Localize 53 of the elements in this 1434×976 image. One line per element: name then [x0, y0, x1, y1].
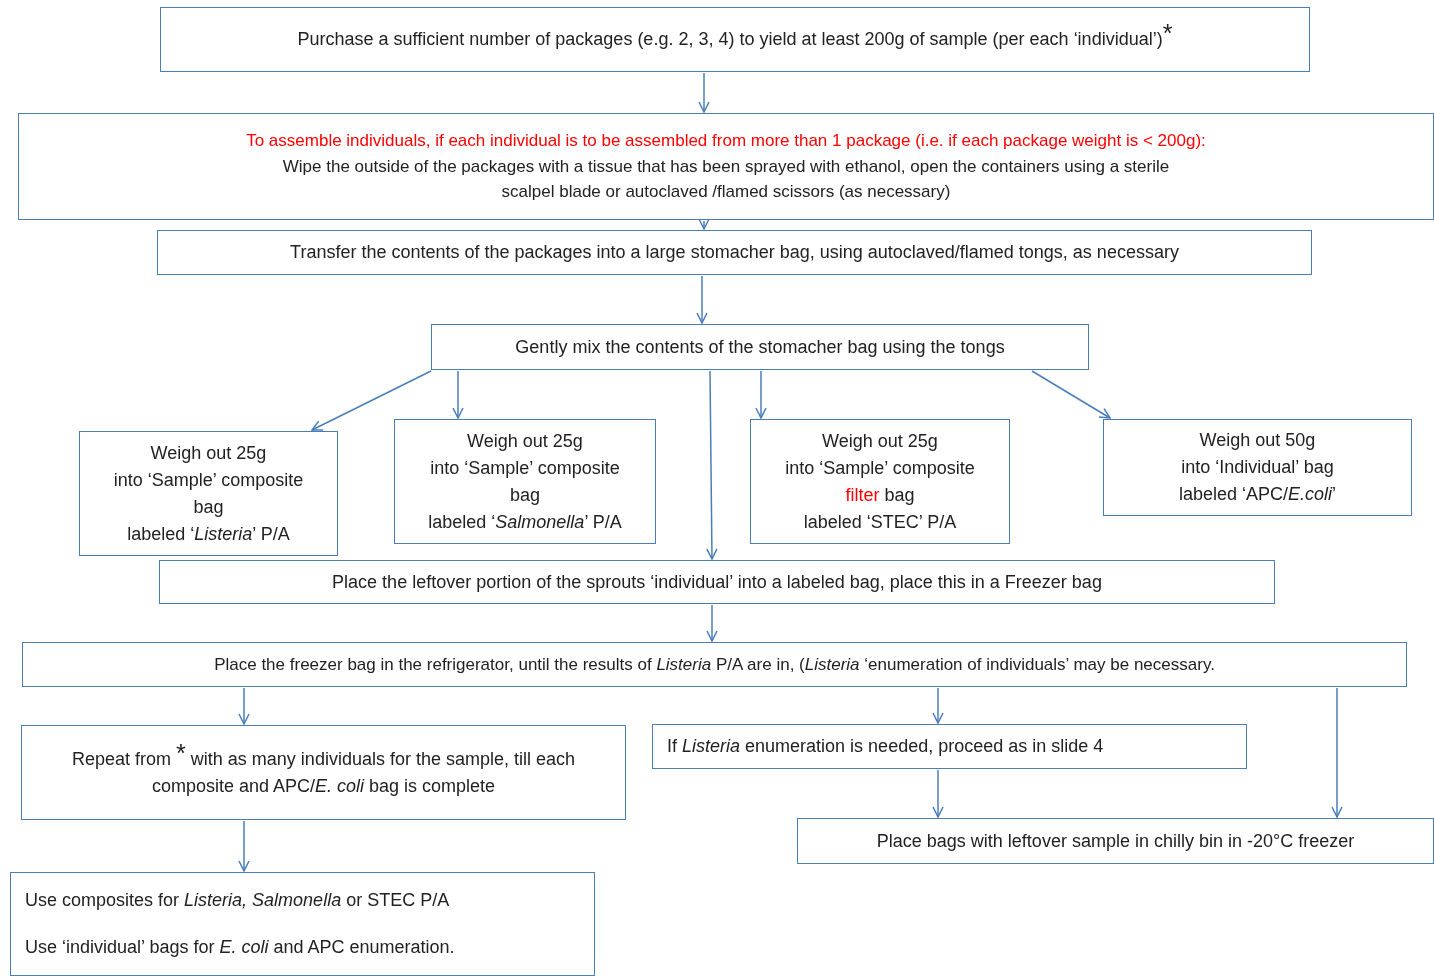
process-box: [750, 419, 1010, 544]
arrow: [698, 218, 710, 230]
arrow: [698, 72, 710, 113]
arrow: [238, 687, 250, 725]
process-box: [157, 230, 1312, 275]
step-text: Use ‘individual’ bags for E. coli and APC enumeration.: [25, 936, 455, 959]
step-text: Wipe the outside of the packages with a tissue that has been sprayed with ethanol, open the containers using a sterile scalpel blade or autoclaved /flamed scissors (as necessary): [281, 155, 1171, 204]
arrow: [706, 370, 718, 560]
step-text: Use composites for Listeria, Salmonella or STEC P/A: [25, 889, 450, 912]
arrow: [238, 820, 250, 872]
process-box: [159, 560, 1275, 604]
process-box: [10, 872, 595, 976]
step-text: into ‘Sample’ composite: [430, 456, 620, 480]
arrow: [932, 687, 944, 724]
arrow: [932, 769, 944, 818]
step-text: Place bags with leftover sample in chilly bin in -20°C freezer: [876, 829, 1355, 853]
step-text: labeled ‘Listeria’ P/A: [127, 522, 290, 546]
step-text: into ‘Individual’ bag: [1181, 456, 1334, 479]
arrow: [452, 370, 464, 419]
step-text: bag: [193, 495, 224, 519]
process-box: [160, 7, 1310, 72]
process-box: [21, 725, 626, 820]
step-text: labeled ‘Salmonella’ P/A: [428, 510, 622, 534]
arrow: [1331, 687, 1343, 818]
process-box: [394, 419, 656, 544]
step-text: labeled ‘APC/E.coli’: [1178, 483, 1337, 506]
step-text: Transfer the contents of the packages into a large stomacher bag, using autoclaved/flamed tongs, as necessary: [290, 241, 1179, 264]
arrow: [311, 370, 432, 431]
arrow: [696, 275, 708, 324]
arrow: [1031, 370, 1111, 419]
step-text: Place the leftover portion of the sprouts ‘individual’ into a labeled bag, place this in a Freezer bag: [332, 570, 1102, 594]
step-text: Place the freezer bag in the refrigerator, until the results of Listeria P/A are in, (Listeria ‘enumeration of individuals’ may be necessary.: [214, 653, 1215, 676]
step-text: Weigh out 50g: [1199, 429, 1316, 452]
step-text: labeled ‘STEC’ P/A: [803, 510, 957, 534]
step-text: bag: [509, 483, 540, 507]
process-box: [797, 818, 1434, 864]
step-text: If Listeria enumeration is needed, proceed as in slide 4: [667, 735, 1104, 758]
step-text: filter bag: [845, 483, 915, 507]
arrow: [706, 604, 718, 642]
process-box: [22, 642, 1407, 687]
process-box: [431, 324, 1089, 370]
process-box: [79, 431, 338, 556]
process-box: [18, 113, 1434, 220]
step-text: Weigh out 25g: [467, 429, 583, 453]
step-text: into ‘Sample’ composite: [785, 456, 975, 480]
step-text: Gently mix the contents of the stomacher bag using the tongs: [515, 335, 1005, 359]
step-text: into ‘Sample’ composite: [113, 468, 304, 492]
step-text: Weigh out 25g: [822, 429, 938, 453]
process-box: [1103, 419, 1412, 516]
condition-heading: To assemble individuals, if each individual is to be assembled from more than 1 package (i.e. if each package weight is < 200g):: [246, 130, 1206, 153]
step-text: Weigh out 25g: [150, 441, 267, 465]
process-box: [652, 724, 1247, 769]
arrow: [755, 370, 767, 419]
